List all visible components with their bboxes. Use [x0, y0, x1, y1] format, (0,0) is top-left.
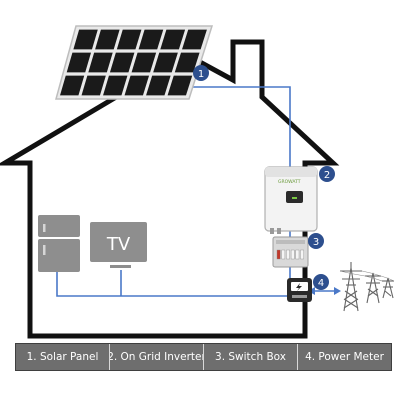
- solar-cell: [138, 29, 164, 50]
- solar-panel: [55, 25, 214, 100]
- breaker: [286, 249, 290, 260]
- inverter: GROWATT: [264, 166, 318, 234]
- badge-3: 3: [308, 233, 324, 249]
- badge-1-label: 1: [198, 69, 204, 80]
- solar-cell: [131, 52, 157, 73]
- tower-medium: [365, 272, 381, 304]
- solar-cell: [174, 52, 200, 73]
- tv-label: TV: [106, 234, 131, 255]
- solar-cell: [73, 29, 98, 50]
- badge-2: 2: [319, 166, 335, 182]
- solar-cell: [182, 29, 207, 50]
- solar-cell: [116, 29, 142, 50]
- tv-icon: TV: [90, 222, 147, 268]
- badge-4: 4: [313, 274, 329, 290]
- switch-breakers: [276, 249, 304, 260]
- legend-item-switch-box: 3. Switch Box: [204, 344, 298, 370]
- tower-small: [382, 277, 394, 299]
- solar-cell: [88, 52, 113, 73]
- breaker: [290, 249, 295, 260]
- breaker: [295, 249, 300, 260]
- solar-cell: [60, 75, 85, 96]
- solar-cells: [60, 29, 207, 96]
- switch-box: [272, 236, 309, 268]
- solar-cell: [124, 75, 150, 96]
- badge-2-label: 2: [324, 170, 330, 181]
- badge-1: 1: [193, 65, 209, 81]
- wire-panel-to-inverter: [193, 86, 291, 170]
- solar-cell: [153, 52, 178, 73]
- arrow-right: [334, 287, 341, 295]
- transmission-towers-icon: [339, 262, 395, 312]
- power-lines: [339, 270, 395, 282]
- breaker: [281, 249, 286, 260]
- solar-cell: [95, 29, 120, 50]
- solar-cell: [160, 29, 186, 50]
- power-meter: [287, 278, 312, 302]
- badge-4-label: 4: [318, 278, 324, 289]
- badge-3-label: 3: [313, 237, 319, 248]
- inverter-brand: GROWATT: [278, 179, 301, 185]
- wiring: [56, 86, 337, 297]
- breaker: [276, 249, 281, 260]
- legend-bar: 1. Solar Panel 2. On Grid Inverter 3. Sw…: [15, 343, 392, 371]
- wire-appliances-to-meter: [56, 270, 290, 297]
- legend-item-solar-panel: 1. Solar Panel: [16, 344, 110, 370]
- solar-cell: [103, 75, 128, 96]
- legend-item-power-meter: 4. Power Meter: [298, 344, 391, 370]
- fridge-icon: [38, 215, 80, 272]
- solar-cell: [109, 52, 135, 73]
- legend-item-inverter: 2. On Grid Inverter: [110, 344, 204, 370]
- solar-cell: [167, 75, 193, 96]
- solar-cell: [81, 75, 106, 96]
- solar-cell: [146, 75, 171, 96]
- breaker: [300, 249, 304, 260]
- solar-cell: [66, 52, 92, 73]
- tower-large: [340, 262, 362, 312]
